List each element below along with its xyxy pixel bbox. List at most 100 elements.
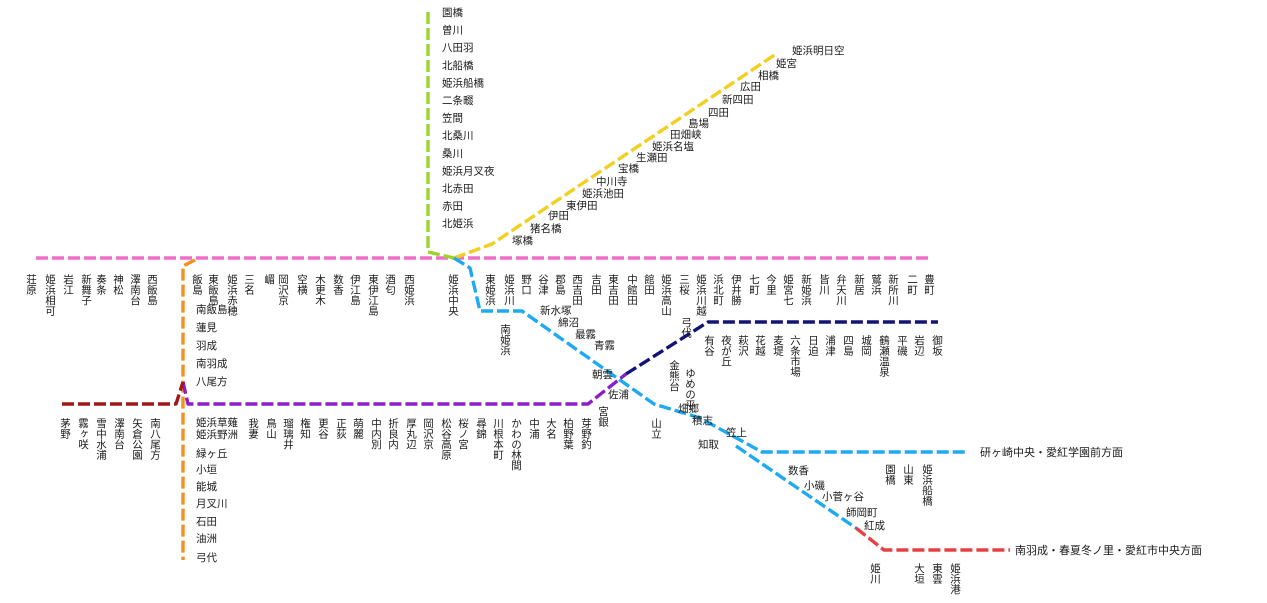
orange-station-0: 南飯島 — [196, 303, 228, 316]
pink-east-station-29: 七町 — [748, 274, 760, 295]
navy-station-13: 岩辺 — [913, 334, 925, 356]
green-station-2: 八田羽 — [442, 42, 474, 54]
green-station-10: 北赤田 — [442, 183, 474, 195]
purple-station-21: 佐浦 — [608, 388, 629, 401]
pink-east-station-5: 岡沢京 — [277, 274, 289, 306]
purple-station-9: 厚丸辺 — [405, 418, 417, 450]
blue-station-1: 新水塚 — [540, 304, 572, 317]
purple-station-5: 正荻 — [335, 418, 347, 440]
pink-east-station-13: 姫浜中央 — [447, 273, 459, 317]
orange-station-8: 小垣 — [196, 464, 217, 476]
navy-station-3: 萩沢 — [737, 335, 749, 357]
kinkuma-station: 金熊台 — [668, 359, 680, 392]
pink-east-station-19: 西吉田 — [571, 274, 583, 306]
yellow-station-4: 姫浜池田 — [582, 187, 624, 200]
pink-east-station-6: 空横 — [296, 273, 308, 296]
purple-station-18: 柏野葉 — [562, 417, 574, 450]
pink-east-station-7: 木更木 — [314, 274, 326, 306]
navy-station-0: 弓代 — [680, 317, 692, 339]
yellow-station-5: 中川寺 — [596, 175, 628, 188]
yellow-station-12: 新四田 — [722, 93, 754, 106]
yellow-station-9: 田畑峡 — [670, 128, 702, 141]
navy-station-10: 城岡 — [860, 335, 872, 357]
pink-east-station-23: 館田 — [643, 273, 655, 295]
blue-station-11: 数香 — [788, 464, 809, 477]
green-station-1: 曽川 — [442, 24, 463, 37]
pink-east-station-20: 吉田 — [590, 274, 602, 295]
yellow-line — [453, 52, 777, 260]
orange-line — [181, 258, 196, 560]
blue-branch-station-0: 園橋 — [884, 464, 896, 486]
red-station-0: 姫川 — [869, 562, 881, 584]
purple-station-7: 中内別 — [370, 417, 382, 450]
green-station-0: 園橋 — [442, 6, 463, 19]
blue-station-10: 知取 — [698, 438, 719, 451]
orange-station-9: 能城 — [196, 480, 217, 493]
navy-station-9: 四島 — [842, 335, 854, 357]
orange-station-10: 月叉川 — [196, 498, 228, 510]
purple-station-12: 桜ノ宮 — [457, 417, 469, 450]
pink-east-station-24: 姫浜高山 — [660, 273, 672, 316]
green-station-6: 笠間 — [442, 112, 463, 125]
purple-station-20: 宮銀 — [597, 405, 609, 428]
pink-west-station-0: 荘原 — [25, 274, 37, 295]
pink-east-station-31: 姫宮七 — [782, 273, 794, 305]
yellow-station-1: 猪名橋 — [530, 222, 562, 235]
pink-east-station-34: 弁天川 — [835, 273, 847, 305]
pink-east-station-10: 東伊江島 — [367, 273, 379, 317]
pink-east-station-38: 二町 — [906, 274, 918, 295]
orange-station-13: 弓代 — [196, 552, 217, 564]
pink-east-station-18: 郡島 — [554, 274, 566, 296]
yellow-station-6: 宝橋 — [618, 162, 639, 175]
green-station-9: 姫浜月叉夜 — [442, 164, 495, 177]
purple-station-11: 松谷高原 — [440, 417, 452, 460]
navy-station-2: 夜が丘 — [720, 334, 732, 366]
green-station-8: 桑川 — [442, 148, 463, 160]
navy-station-11: 鶴瀬温泉 — [878, 334, 890, 377]
purple-station-2: 瑠璃井 — [282, 418, 294, 450]
orange-station-3: 南羽成 — [196, 357, 228, 370]
blue-station-0: 南姫浜 — [499, 323, 511, 356]
navy-station-6: 六条市場 — [789, 335, 801, 378]
darkred-line — [62, 381, 185, 406]
blue-station-5: 朝雲 — [592, 369, 613, 381]
green-station-11: 赤田 — [442, 201, 463, 213]
blue-station-14: 師岡町 — [846, 506, 878, 519]
red-station-2: 東雲 — [931, 562, 943, 585]
green-station-4: 姫浜船橋 — [442, 76, 484, 89]
blue-station-15: 紅成 — [864, 520, 885, 532]
darkred-station-2: 雪中水浦 — [95, 418, 107, 461]
green-station-12: 北姫浜 — [442, 217, 474, 230]
pink-east-station-28: 伊井勝 — [730, 274, 742, 306]
red-line — [854, 526, 1010, 552]
blue-destination: 研ヶ崎中央・愛紅学園前方面 — [980, 445, 1123, 459]
yellow-station-3: 東伊田 — [566, 199, 598, 212]
orange-station-6: 姫浜野洲 — [196, 428, 238, 441]
pink-east-station-25: 三桜 — [678, 274, 690, 296]
yellow-station-11: 四田 — [708, 107, 729, 119]
blue-branch-station-1: 山東 — [902, 464, 914, 486]
pink-east-station-2: 姫浜赤穂 — [226, 273, 238, 317]
yellow-station-0: 塚橋 — [512, 234, 533, 247]
purple-station-3: 権知 — [299, 417, 311, 439]
yellow-station-10: 島場 — [688, 117, 709, 130]
purple-station-0: 我妻 — [247, 418, 259, 440]
pink-east-station-3: 三名 — [243, 274, 255, 296]
yellow-station-7: 生瀬田 — [636, 151, 668, 164]
station-labels: 園橋曽川八田羽北船橋姫浜船橋二条畷笠間北桑川桑川姫浜月叉夜北赤田赤田北姫浜塚橋猪… — [25, 6, 1202, 595]
pink-east-station-16: 野口 — [520, 274, 532, 295]
green-station-5: 二条畷 — [442, 94, 474, 107]
pink-east-station-30: 今里 — [765, 273, 777, 295]
blue-station-6: 山立 — [650, 418, 662, 439]
blue-station-9: 笠上 — [726, 426, 747, 439]
purple-station-15: かわの林間 — [510, 418, 522, 471]
yellow-station-8: 姫浜名塩 — [652, 140, 694, 153]
pink-east-station-1: 東飯島 — [207, 273, 219, 306]
purple-station-19: 芽野釣 — [580, 417, 592, 450]
kumano-station: ゆめの平 — [684, 368, 696, 411]
pink-west-station-3: 新舞子 — [80, 273, 92, 305]
purple-station-6: 萌麗 — [352, 417, 364, 440]
purple-line — [181, 372, 628, 406]
purple-station-10: 岡沢京 — [422, 418, 434, 450]
